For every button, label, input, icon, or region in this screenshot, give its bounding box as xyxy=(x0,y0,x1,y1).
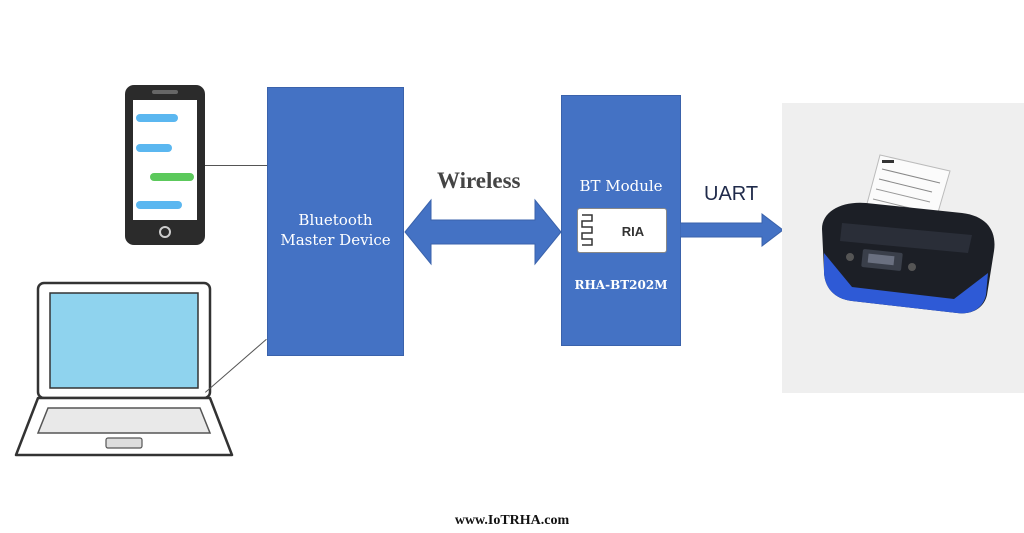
bluetooth-master-device-box: Bluetooth Master Device xyxy=(267,87,404,356)
uart-label: UART xyxy=(704,183,759,205)
bt-module-box: BT Module RIA RHA-BT202M xyxy=(561,95,681,346)
bluetooth-chip-icon: RIA xyxy=(577,208,667,253)
master-device-label-line1: Bluetooth xyxy=(298,211,373,229)
wireless-double-arrow xyxy=(404,198,562,266)
wireless-label: Wireless xyxy=(437,168,521,193)
thermal-printer-icon xyxy=(782,103,1024,393)
phone-connector-line xyxy=(205,165,280,166)
smartphone-icon xyxy=(125,85,205,245)
part-number-label: RHA-BT202M xyxy=(574,278,668,292)
chip-logo-text: RIA xyxy=(621,224,645,239)
uart-arrow xyxy=(680,212,784,248)
bt-module-title: BT Module xyxy=(579,177,663,195)
website-url[interactable]: www.IoTRHA.com xyxy=(454,513,570,528)
laptop-icon xyxy=(14,281,234,457)
master-device-label-line2: Master Device xyxy=(280,231,391,249)
